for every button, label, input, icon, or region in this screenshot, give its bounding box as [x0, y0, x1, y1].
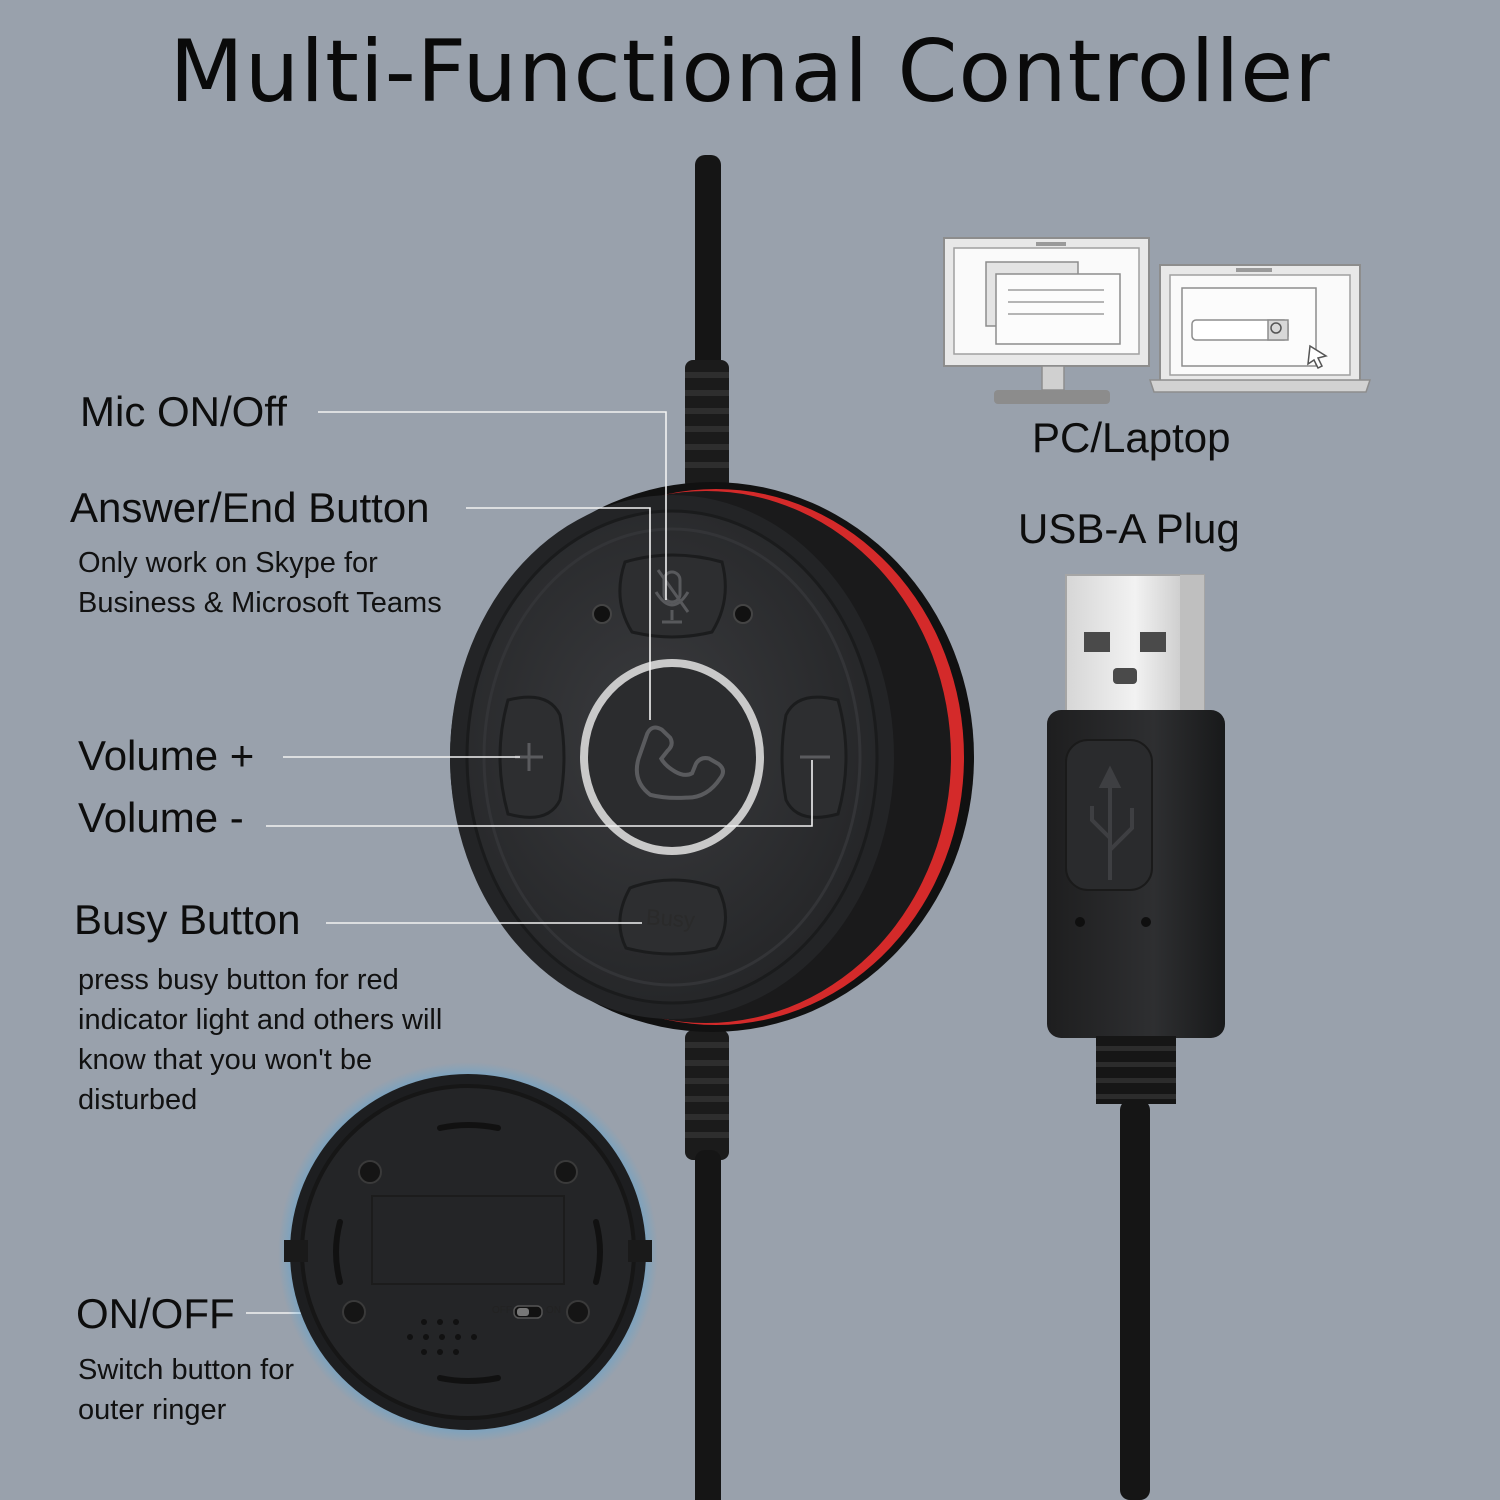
- magnifier-icon: [1270, 322, 1282, 334]
- desc-line: press busy button for red: [78, 964, 399, 996]
- desc-line: Business & Microsoft Teams: [78, 587, 442, 619]
- controller-bottom-view: [278, 1062, 658, 1442]
- desc-line: Only work on Skype for: [78, 547, 378, 579]
- busy-callout-desc: press busy button for red indicator ligh…: [78, 960, 442, 1120]
- busy-callout-label: Busy Button: [74, 896, 301, 943]
- answer-callout-desc: Only work on Skype for Business & Micros…: [78, 543, 442, 623]
- onoff-callout-label: ON/OFF: [76, 1290, 235, 1337]
- volume-up-button[interactable]: [498, 695, 566, 819]
- busy-button[interactable]: [618, 878, 728, 956]
- laptop-icon: [1148, 264, 1372, 393]
- mic-callout-label: Mic ON/Off: [80, 388, 287, 435]
- page-title: Multi-Functional Controller: [169, 22, 1331, 122]
- answer-callout-label: Answer/End Button: [70, 484, 430, 531]
- cursor-icon: [1307, 344, 1328, 370]
- indicator-led-right: [733, 604, 753, 624]
- onoff-callout-desc: Switch button for outer ringer: [78, 1350, 294, 1430]
- desc-line: outer ringer: [78, 1394, 227, 1426]
- volume-down-callout-label: Volume -: [78, 794, 244, 841]
- busy-key-text: Busy: [645, 904, 696, 933]
- desktop-monitor-icon: [943, 237, 1150, 404]
- answer-end-button[interactable]: [580, 659, 764, 855]
- controller-cable: [685, 155, 729, 1500]
- desc-line: Switch button for: [78, 1354, 294, 1386]
- volume-down-button[interactable]: [780, 695, 848, 819]
- desc-line: disturbed: [78, 1084, 198, 1116]
- switch-on-text: ON: [546, 1305, 561, 1316]
- ringer-speaker-grille: [407, 1319, 477, 1355]
- phone-handset-icon: [634, 725, 725, 800]
- switch-off-text: OFF: [492, 1305, 512, 1316]
- volume-up-callout-label: Volume +: [78, 732, 255, 779]
- ringer-switch[interactable]: [513, 1305, 543, 1319]
- usb-trident-icon: [1090, 765, 1134, 880]
- mic-muted-icon: [654, 569, 690, 624]
- usb-a-plug: [1047, 574, 1225, 1500]
- indicator-led-left: [592, 604, 612, 624]
- pc-laptop-label: PC/Laptop: [1032, 414, 1231, 461]
- usb-plug-label: USB-A Plug: [1018, 505, 1240, 552]
- desc-line: know that you won't be: [78, 1044, 373, 1076]
- desc-line: indicator light and others will: [78, 1004, 443, 1036]
- mic-button[interactable]: [618, 553, 727, 639]
